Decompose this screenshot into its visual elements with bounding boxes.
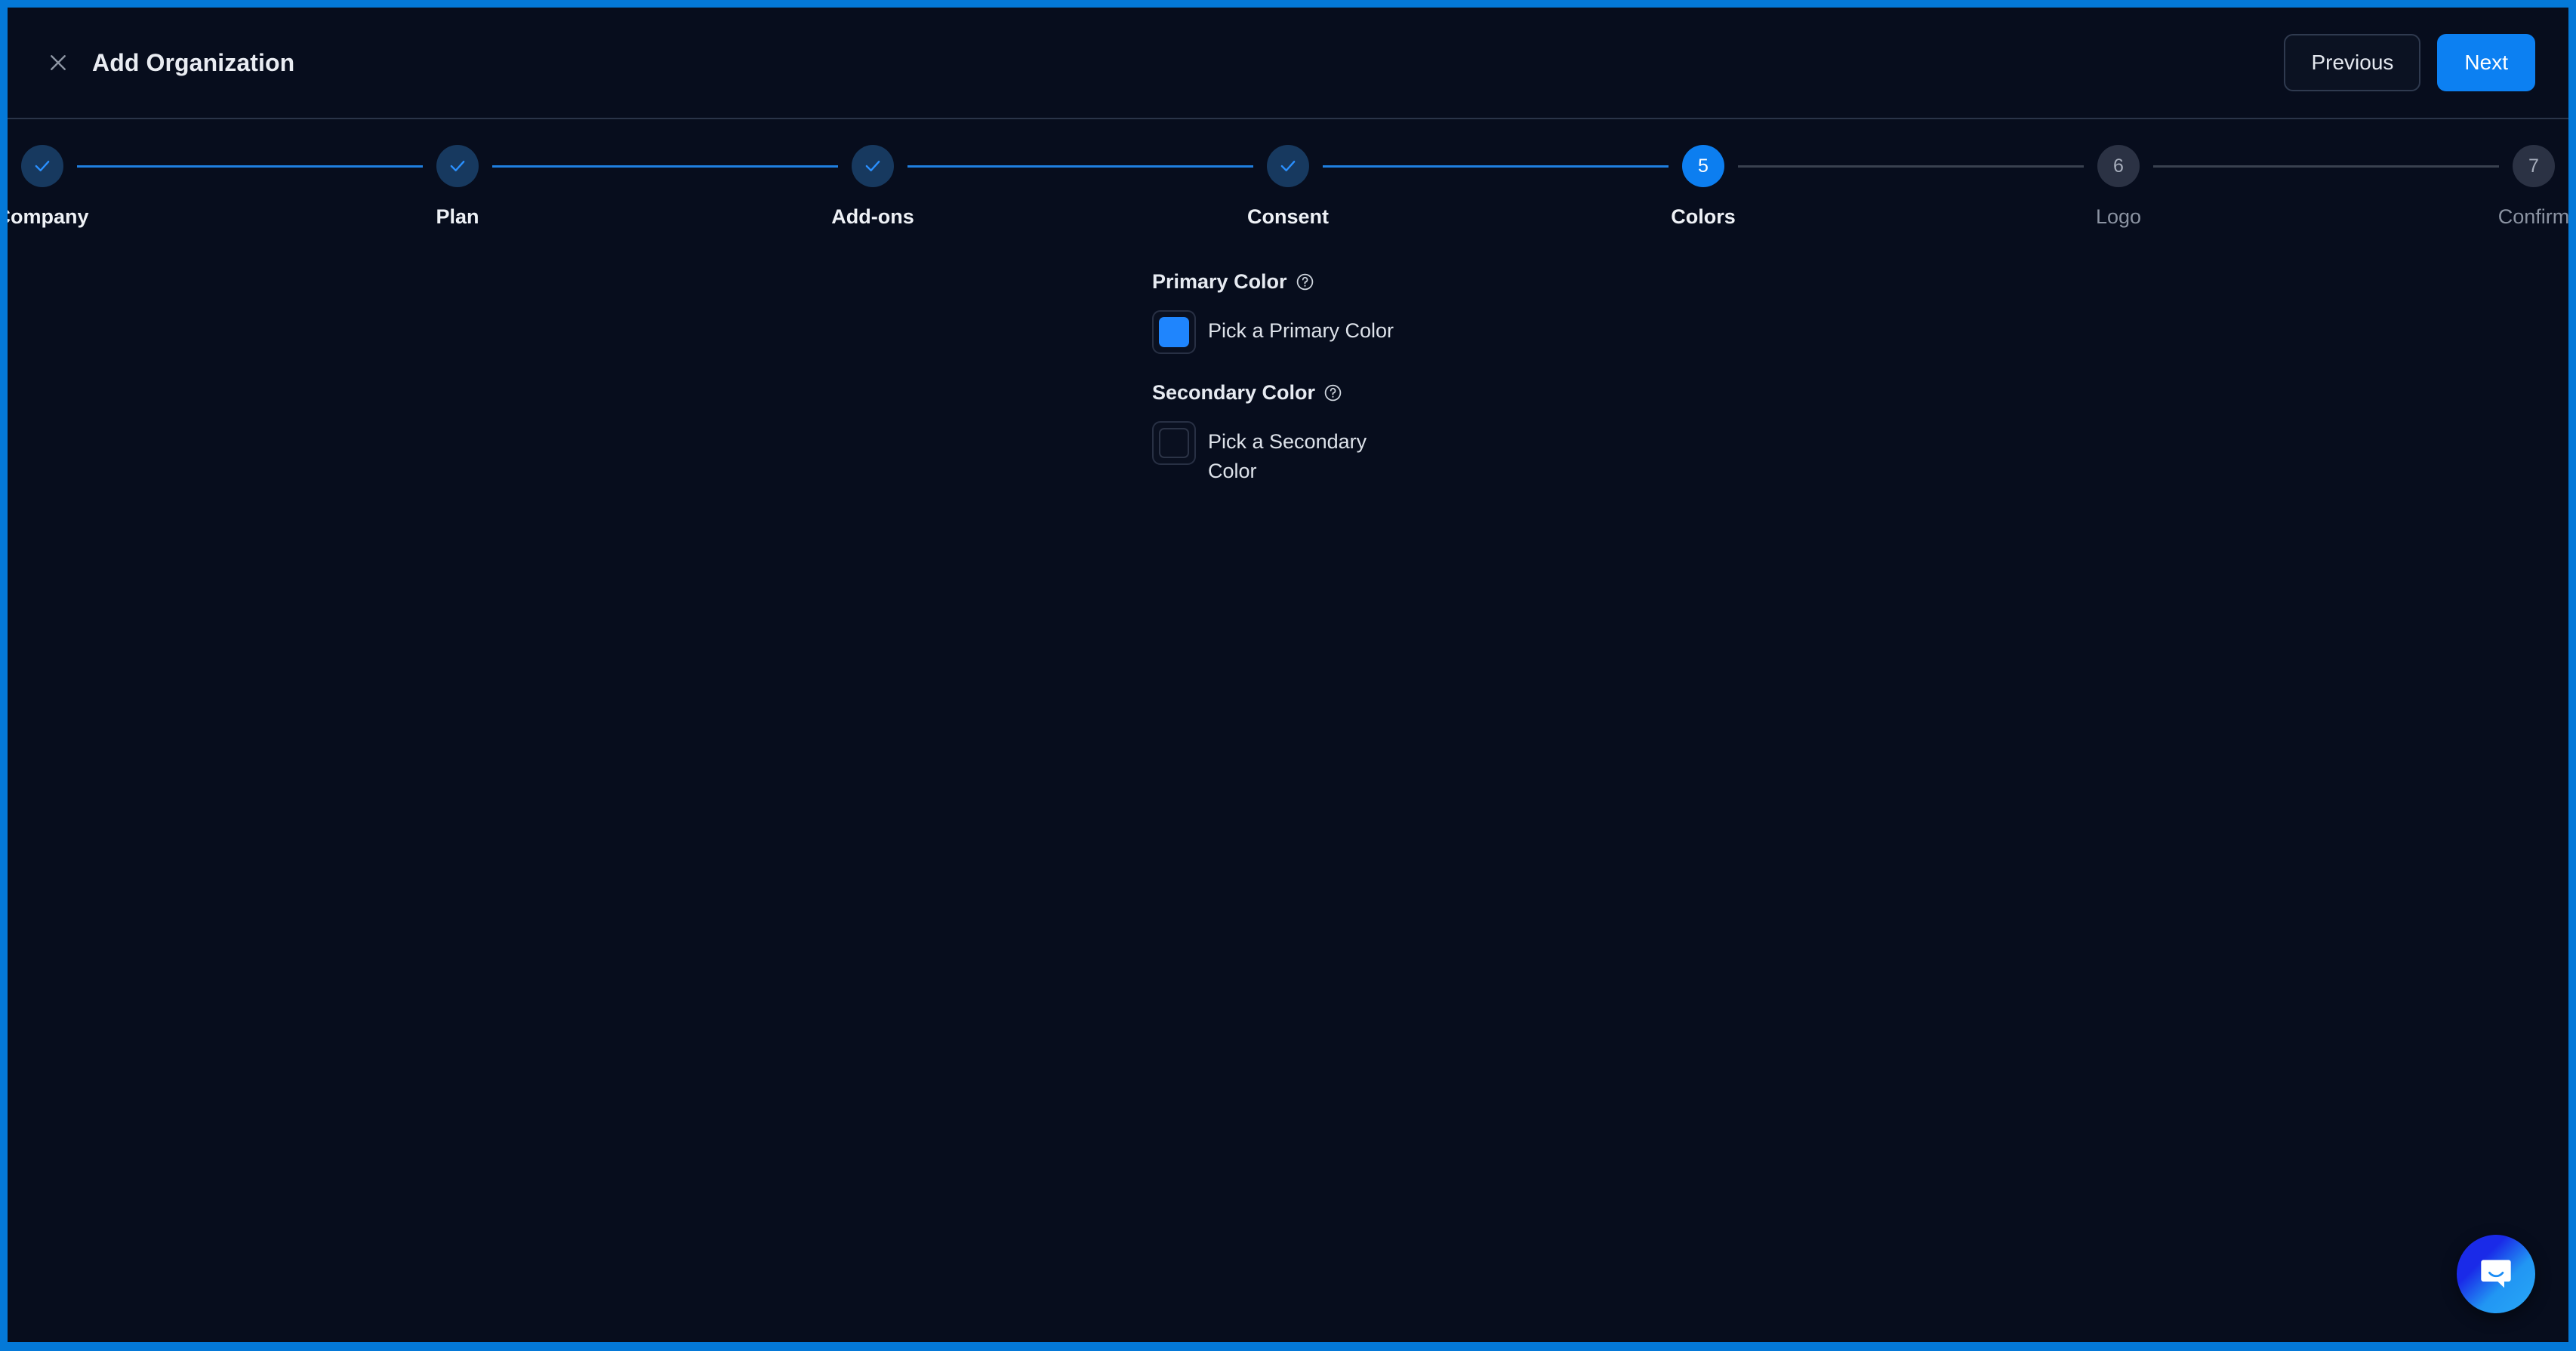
- step-check-icon: [436, 145, 479, 187]
- step-marker-5: 5: [1681, 145, 1724, 187]
- secondary-color-row: Pick a Secondary Color: [1152, 421, 1469, 486]
- app-shell: Add Organization Previous Next Company Pl…: [8, 8, 2568, 1342]
- step-marker-7: 7: [2513, 145, 2555, 187]
- step-label: Company: [8, 205, 89, 228]
- chat-bubble-icon: [2481, 1260, 2511, 1288]
- stepper-item-consent[interactable]: Consent: [1167, 119, 1409, 229]
- help-circle-icon[interactable]: [1323, 383, 1342, 402]
- modal-header: Add Organization Previous Next: [8, 8, 2568, 119]
- primary-color-row: Pick a Primary Color: [1152, 310, 1469, 354]
- stepper-item-plan[interactable]: Plan: [337, 119, 578, 229]
- secondary-color-label-row: Secondary Color: [1152, 381, 1469, 405]
- colors-form: Primary Color Pick a Primary Color: [1152, 270, 1469, 513]
- main-content: Primary Color Pick a Primary Color: [8, 270, 2568, 1342]
- primary-color-swatch-fill: [1159, 317, 1189, 347]
- step-label: Plan: [436, 205, 479, 228]
- step-check-icon: [21, 145, 63, 187]
- step-label: Confirm: [2497, 205, 2568, 228]
- previous-button[interactable]: Previous: [2284, 34, 2421, 91]
- chat-launcher-button[interactable]: [2457, 1235, 2535, 1313]
- step-marker-6: 6: [2097, 145, 2140, 187]
- step-connector: [1323, 165, 1669, 168]
- stepper-item-add-ons[interactable]: Add-ons: [752, 119, 994, 229]
- primary-color-label-row: Primary Color: [1152, 270, 1469, 294]
- primary-color-picker-text[interactable]: Pick a Primary Color: [1208, 319, 1394, 342]
- page-title: Add Organization: [92, 48, 295, 76]
- step-label: Add-ons: [831, 205, 914, 228]
- close-icon[interactable]: [42, 47, 74, 78]
- step-connector: [1737, 165, 2084, 168]
- step-connector: [2153, 165, 2499, 168]
- next-button[interactable]: Next: [2437, 34, 2535, 91]
- step-label: Consent: [1247, 205, 1329, 228]
- primary-color-group: Primary Color Pick a Primary Color: [1152, 270, 1469, 354]
- step-check-icon: [851, 145, 894, 187]
- stepper-item-company[interactable]: Company: [8, 119, 163, 229]
- secondary-color-swatch[interactable]: [1152, 421, 1196, 465]
- header-left: Add Organization: [42, 47, 294, 78]
- step-connector: [491, 165, 838, 168]
- step-label: Colors: [1671, 205, 1736, 228]
- step-connector: [77, 165, 423, 168]
- secondary-color-picker-text[interactable]: Pick a Secondary Color: [1208, 430, 1367, 483]
- help-circle-icon[interactable]: [1296, 272, 1314, 291]
- secondary-color-group: Secondary Color Pick a Secondary Color: [1152, 381, 1469, 486]
- step-check-icon: [1267, 145, 1309, 187]
- step-connector: [907, 165, 1253, 168]
- header-actions: Previous Next: [2284, 34, 2535, 91]
- secondary-color-swatch-fill: [1159, 428, 1189, 458]
- primary-color-label: Primary Color: [1152, 270, 1287, 293]
- step-label: Logo: [2095, 205, 2142, 228]
- secondary-color-label: Secondary Color: [1152, 381, 1316, 404]
- primary-color-swatch[interactable]: [1152, 310, 1196, 354]
